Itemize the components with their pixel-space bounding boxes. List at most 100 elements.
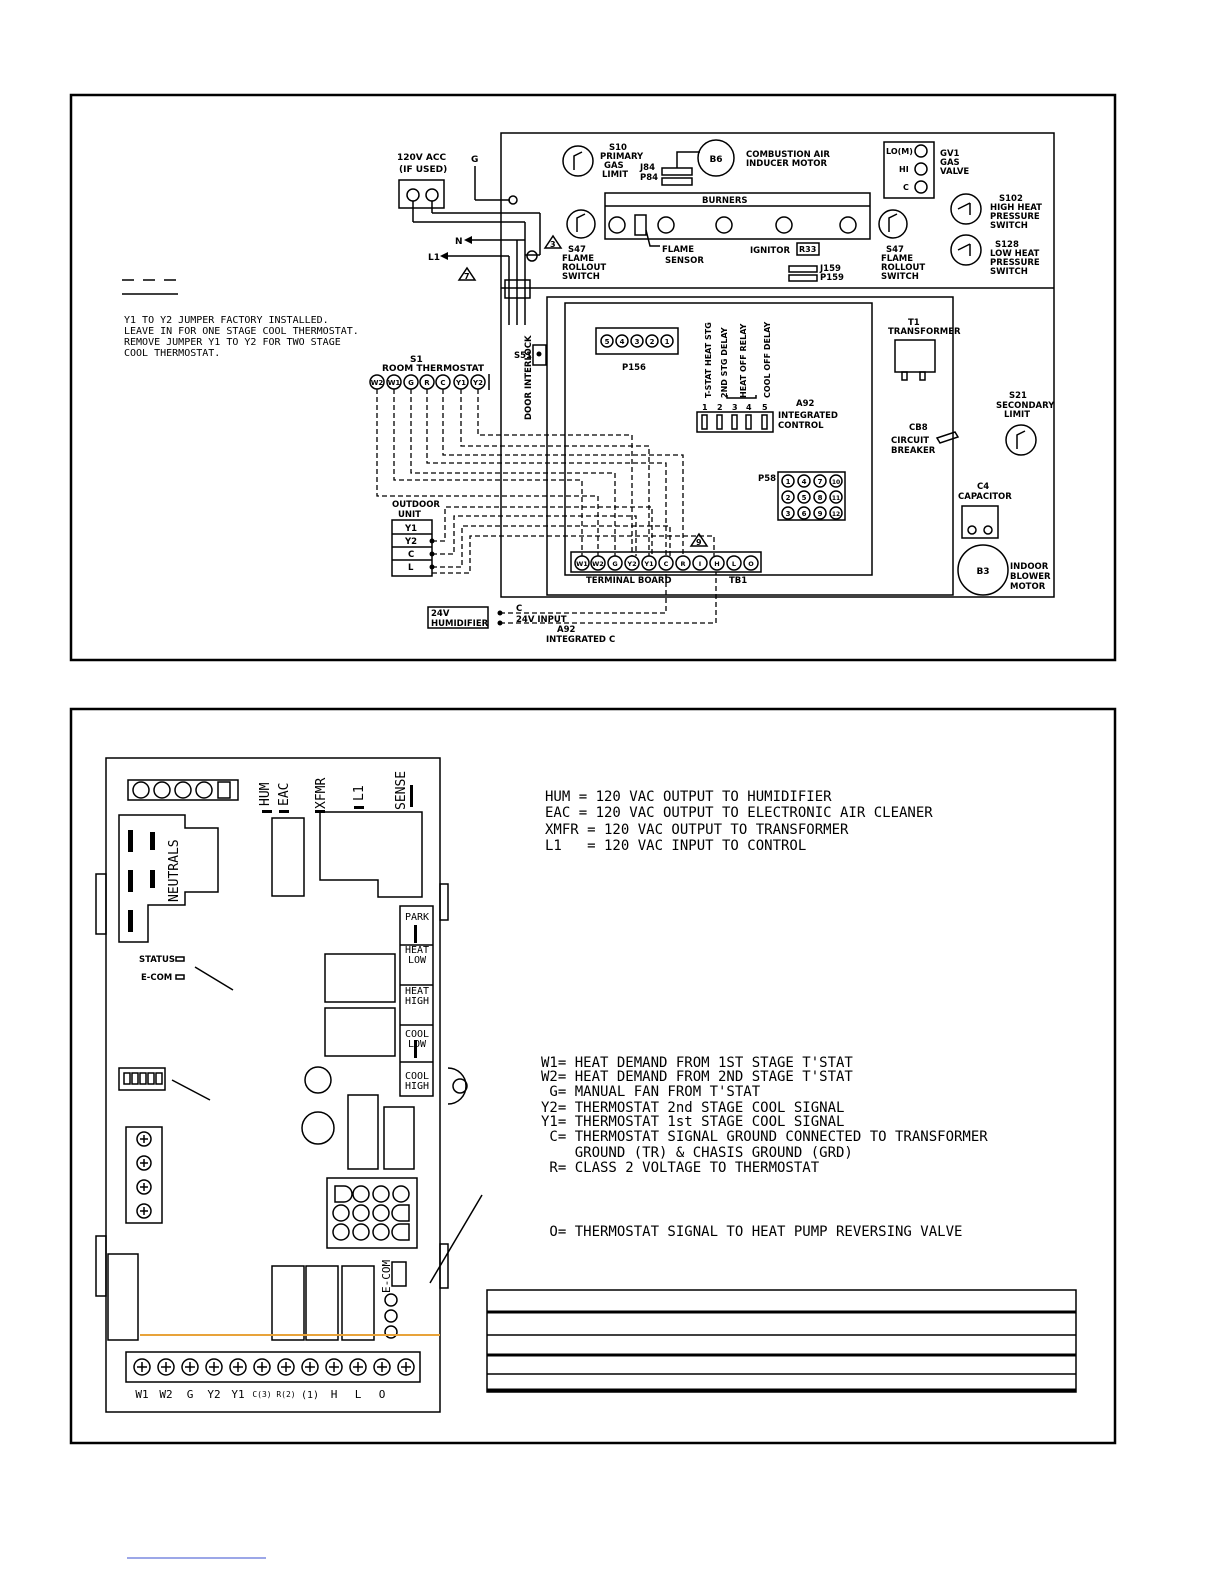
thermostat-terminal-strip — [125, 1351, 421, 1383]
svg-text:SWITCH: SWITCH — [990, 267, 1028, 277]
svg-text:COOL OFF DELAY: COOL OFF DELAY — [763, 322, 772, 399]
svg-text:BREAKER: BREAKER — [891, 446, 936, 456]
svg-text:G: G — [187, 1388, 194, 1401]
svg-text:W1: W1 — [388, 379, 401, 387]
svg-text:PRESSURE: PRESSURE — [990, 212, 1040, 222]
svg-text:5: 5 — [762, 403, 768, 412]
svg-text:CB8: CB8 — [909, 423, 928, 433]
svg-text:I: I — [699, 560, 701, 568]
svg-text:L: L — [355, 1388, 362, 1401]
status-label: STATUS — [139, 955, 175, 965]
svg-text:L1: L1 — [352, 785, 367, 801]
p156-pins: 5 4 3 2 1 — [600, 334, 674, 348]
left-screw-terminals — [125, 1126, 163, 1224]
p58-connector — [777, 471, 846, 521]
svg-text:W2= HEAT DEMAND FROM 2ND STAGE: W2= HEAT DEMAND FROM 2ND STAGE T'STAT — [541, 1069, 853, 1085]
a92-label: A92 INTEGRATED CONTROL — [778, 399, 838, 431]
svg-text:FLAME: FLAME — [662, 245, 694, 255]
svg-text:J159: J159 — [819, 264, 841, 274]
s47-right-switch-icon — [878, 209, 908, 239]
svg-text:BLOWER: BLOWER — [1010, 572, 1051, 582]
svg-text:W1: W1 — [135, 1388, 148, 1401]
unit-cabinet — [500, 132, 1055, 598]
svg-text:Y1: Y1 — [455, 379, 466, 387]
p156-connector — [595, 327, 679, 355]
svg-text:Y1: Y1 — [404, 524, 417, 534]
svg-text:LIMIT: LIMIT — [1004, 410, 1030, 420]
svg-text:R(2): R(2) — [276, 1390, 295, 1399]
svg-text:C: C — [903, 183, 909, 192]
svg-text:W1: W1 — [576, 560, 588, 568]
svg-text:INTEGRATED C: INTEGRATED C — [546, 635, 615, 645]
p84-label: P84 — [640, 173, 658, 183]
svg-text:HI: HI — [899, 165, 909, 174]
acc-outlet — [398, 179, 445, 209]
svg-text:(1): (1) — [301, 1390, 319, 1401]
twelve-pin-connector — [326, 1177, 418, 1249]
svg-text:S10: S10 — [609, 143, 627, 153]
s102-switch-icon — [950, 193, 982, 225]
neutrals-block — [118, 814, 219, 943]
thermostat-wiring — [376, 389, 715, 574]
svg-text:W1= HEAT DEMAND FROM 1ST STAGE: W1= HEAT DEMAND FROM 1ST STAGE T'STAT — [541, 1055, 853, 1071]
svg-text:Y1 TO Y2 JUMPER FACTORY INSTAL: Y1 TO Y2 JUMPER FACTORY INSTALLED. — [124, 315, 329, 326]
svg-text:S128: S128 — [995, 240, 1019, 250]
svg-text:H: H — [714, 560, 719, 568]
inducer-motor-icon — [697, 139, 735, 177]
capacitor — [961, 505, 999, 539]
circuit-breaker-icon — [935, 431, 960, 444]
svg-text:T1: T1 — [908, 318, 920, 328]
neutrals-label: NEUTRALS — [167, 839, 182, 902]
svg-text:H: H — [331, 1388, 338, 1401]
reversing-valve-description: O= THERMOSTAT SIGNAL TO HEAT PUMP REVERS… — [541, 1224, 962, 1240]
svg-text:S47: S47 — [886, 245, 904, 255]
diagram-2-frame — [69, 707, 1117, 1445]
svg-text:R: R — [424, 379, 430, 387]
svg-text:SENSE: SENSE — [394, 771, 409, 810]
board-top-labels: HUM EAC XFMR L1 SENSE — [258, 771, 409, 810]
blower-motor-icon — [957, 544, 1009, 596]
door-interlock-switch — [532, 344, 547, 366]
svg-text:4: 4 — [746, 403, 752, 412]
s102-label: S102 HIGH HEAT PRESSURE SWITCH — [990, 194, 1042, 231]
svg-text:3: 3 — [635, 338, 640, 346]
svg-text:VALVE: VALVE — [940, 167, 969, 177]
svg-text:7: 7 — [818, 478, 823, 486]
diagram-2: HUM EAC XFMR L1 SENSE NEUTRALS STATUS E-… — [69, 707, 1117, 1445]
xfmr-relay — [319, 811, 423, 898]
s47-right-label: S47 FLAME ROLLOUT SWITCH — [881, 245, 925, 282]
svg-text:PRESSURE: PRESSURE — [990, 258, 1040, 268]
door-interlock-label: DOOR INTERLOCK — [524, 335, 534, 420]
svg-text:C= THERMOSTAT SIGNAL GROUND CO: C= THERMOSTAT SIGNAL GROUND CONNECTED TO… — [541, 1129, 988, 1145]
svg-text:SENSOR: SENSOR — [665, 256, 704, 266]
integrated-control-board — [564, 302, 873, 576]
ecom-connector — [391, 1261, 407, 1287]
heat-low-relay — [324, 953, 396, 1003]
svg-text:GV1: GV1 — [940, 149, 960, 159]
relay-label-strip — [399, 905, 434, 1097]
svg-text:24V: 24V — [431, 609, 450, 619]
transformer — [894, 339, 936, 373]
svg-text:LIMIT: LIMIT — [602, 170, 628, 180]
j84-label: J84 — [639, 163, 655, 173]
r33-label: R33 — [799, 245, 816, 254]
svg-text:1: 1 — [665, 338, 670, 346]
svg-text:S21: S21 — [1009, 391, 1027, 401]
humidifier-24v — [427, 606, 489, 629]
diagram-1: 120V ACC (IF USED) G N L1 3 7 — [69, 93, 1117, 662]
svg-text:5: 5 — [802, 494, 807, 502]
s10-label: S10 PRIMARY GAS LIMIT — [600, 143, 644, 180]
outdoor-unit — [391, 519, 433, 577]
svg-text:SWITCH: SWITCH — [881, 272, 919, 282]
empty-table — [486, 1289, 1077, 1393]
svg-text:COMBUSTION AIR: COMBUSTION AIR — [746, 150, 830, 160]
svg-text:EAC = 120 VAC OUTPUT TO ELECTR: EAC = 120 VAC OUTPUT TO ELECTRONIC AIR C… — [545, 805, 933, 821]
svg-text:Y2: Y2 — [404, 537, 417, 547]
room-thermostat-label: ROOM THERMOSTAT — [382, 364, 485, 374]
control-board — [105, 757, 441, 1413]
svg-text:4: 4 — [802, 478, 807, 486]
svg-text:O: O — [379, 1388, 386, 1401]
svg-text:S102: S102 — [999, 194, 1023, 204]
svg-text:S47: S47 — [568, 245, 586, 255]
svg-text:Y2: Y2 — [626, 560, 636, 568]
